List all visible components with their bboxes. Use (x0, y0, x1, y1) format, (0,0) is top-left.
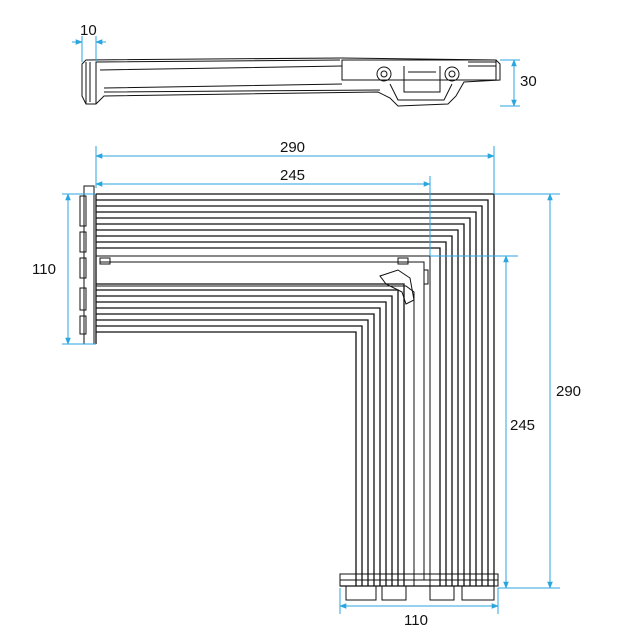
rib-line (96, 217, 471, 586)
rib-line (96, 211, 477, 586)
rib-line (96, 313, 375, 586)
back-flange-tab-4 (79, 287, 87, 311)
rib-line (96, 223, 465, 586)
side-view-body (81, 57, 501, 107)
side-view-end-lines (468, 61, 496, 67)
rib-line (96, 307, 381, 586)
side-view-fixing-left-hole (380, 70, 388, 78)
bottom-foot-3 (429, 585, 455, 601)
dim-label-inner-height: 245 (510, 417, 535, 434)
back-flange-tab-1 (79, 195, 87, 227)
side-view-fixing-right (444, 66, 460, 82)
side-view-fixing-right-hole (448, 70, 456, 78)
rib-line (96, 199, 489, 586)
corner-insert-lug-b (423, 269, 429, 285)
rib-line (96, 241, 447, 586)
top-view-dimensions (62, 146, 560, 614)
side-view-fixing-left (376, 66, 392, 82)
dim-label-bottom-arm-width: 110 (404, 612, 428, 629)
rib-line (96, 205, 483, 586)
side-view-end-block (341, 59, 497, 81)
rib-line (96, 229, 459, 586)
side-view-flange (85, 62, 97, 104)
side-view-dimensions (72, 36, 520, 107)
side-view (81, 57, 501, 107)
bottom-foot-1 (345, 585, 377, 601)
dim-label-flange-width: 10 (80, 22, 97, 39)
dim-label-outer-width: 290 (280, 139, 305, 156)
bottom-foot-4 (461, 585, 495, 601)
bottom-foot-2 (381, 585, 407, 601)
dim-label-side-height: 30 (520, 73, 537, 90)
back-flange-tab-3 (79, 257, 87, 279)
back-flange (79, 185, 95, 345)
back-flange-tab-2 (79, 231, 87, 253)
dim-label-inner-width: 245 (280, 167, 305, 184)
corner-insert-clip-top (379, 269, 415, 305)
rib-line (96, 289, 399, 586)
back-flange-tab-5 (79, 315, 87, 335)
rib-line (96, 325, 363, 586)
rib-line (96, 235, 453, 586)
rib-line (96, 301, 387, 586)
side-view-top-edge (95, 59, 381, 93)
rib-line (96, 283, 405, 586)
corner-insert-edge (100, 261, 425, 580)
rib-line (96, 319, 369, 586)
side-view-clip (389, 66, 453, 101)
rib-line (96, 247, 441, 586)
corner-insert-lug-a (99, 257, 409, 265)
rib-line (96, 331, 357, 586)
dim-label-top-arm-depth: 110 (32, 261, 56, 278)
rib-line (96, 193, 495, 586)
outline-edge (95, 194, 494, 587)
bottom-feet (339, 573, 499, 601)
dim-label-outer-height: 290 (556, 383, 581, 400)
top-view (95, 193, 495, 587)
rib-line (96, 295, 393, 586)
